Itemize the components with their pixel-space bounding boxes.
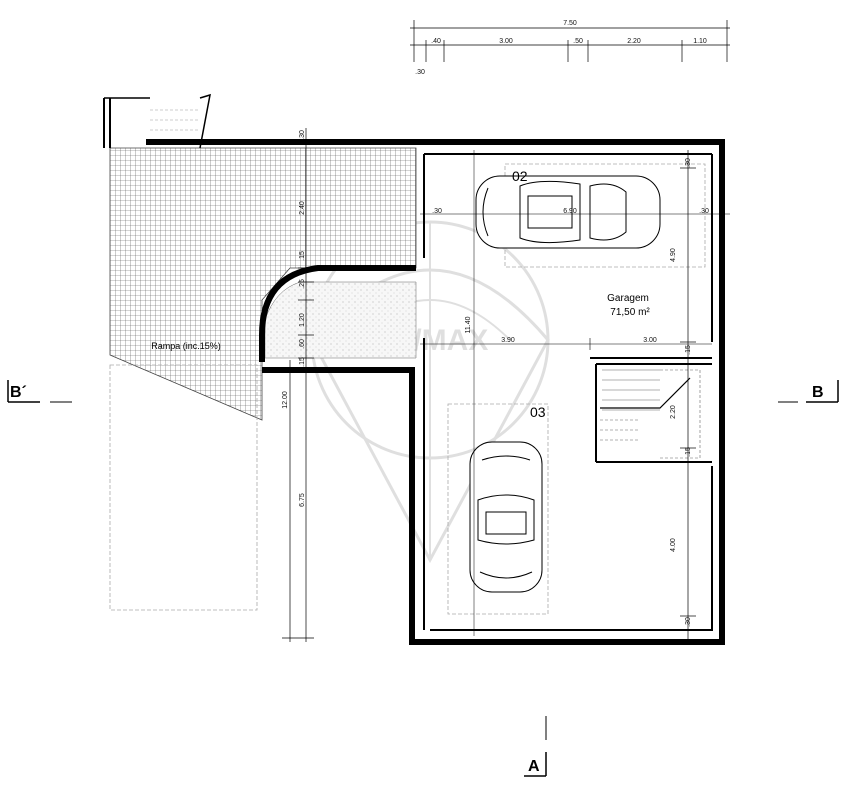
- space-label-02: 02: [512, 168, 528, 184]
- vdim-g: .15: [299, 357, 306, 367]
- dim-seg-2: 3.00: [499, 38, 513, 45]
- vdim-i: 6.75: [299, 493, 306, 507]
- vdim-d: .25: [299, 279, 306, 289]
- section-right-label: B: [812, 384, 824, 401]
- rdim-f: 4.00: [670, 538, 677, 552]
- ramp-label: Rampa (inc.15%): [151, 341, 221, 351]
- idim-w30-left: .30: [432, 208, 442, 215]
- room-area: 71,50 m²: [610, 307, 650, 318]
- vdim-f: .60: [299, 339, 306, 349]
- section-left-label: B´: [10, 384, 27, 401]
- vdim-b: 2.40: [299, 201, 306, 215]
- space-label-03: 03: [530, 404, 546, 420]
- dim-seg-5: 1.10: [693, 38, 707, 45]
- top-dimension-chain: [410, 20, 730, 62]
- inner-horizontal-dims: [420, 208, 730, 350]
- car-02: [475, 175, 661, 249]
- rdim-c: .15: [685, 345, 692, 355]
- section-mark-right: B: [778, 380, 839, 403]
- dim-seg-4: 2.20: [627, 38, 641, 45]
- rdim-b: 4.90: [670, 248, 677, 262]
- vdim-h: 12.00: [282, 391, 289, 409]
- dim-seg-3: .50: [573, 38, 583, 45]
- idim-w390: 3.90: [501, 337, 515, 344]
- curved-wall: [259, 265, 416, 362]
- ramp-lower-outline: [109, 364, 258, 611]
- top-stair: [103, 93, 211, 149]
- idim-w690: 6.90: [563, 208, 577, 215]
- vdim-a: .30: [299, 130, 306, 140]
- vdim-c: .15: [299, 251, 306, 261]
- section-mark-bottom: A: [524, 716, 547, 777]
- dim-total: 7.50: [563, 20, 577, 27]
- dim-offset: .30: [415, 69, 425, 76]
- rdim-g: .30: [685, 617, 692, 627]
- rdim-a: .30: [685, 158, 692, 168]
- garage-stair: [600, 369, 701, 459]
- vdim-j: 11.40: [465, 316, 472, 333]
- dim-seg-1: .40: [431, 38, 441, 45]
- rdim-d: 2.20: [670, 405, 677, 419]
- garage-walls: [146, 139, 725, 645]
- idim-w30-right: .30: [699, 208, 709, 215]
- landing-area: [264, 281, 417, 359]
- room-name: Garagem: [607, 293, 649, 304]
- idim-w300: 3.00: [643, 337, 657, 344]
- parking-bay-03: [447, 403, 549, 615]
- section-bottom-label: A: [528, 758, 540, 775]
- vdim-e: 1.20: [299, 313, 306, 327]
- car-03: [469, 441, 543, 593]
- right-dimension-chain: [680, 150, 696, 640]
- left-dimension-chain: [282, 128, 314, 642]
- rdim-e: .15: [685, 447, 692, 457]
- section-mark-left: B´: [7, 380, 72, 403]
